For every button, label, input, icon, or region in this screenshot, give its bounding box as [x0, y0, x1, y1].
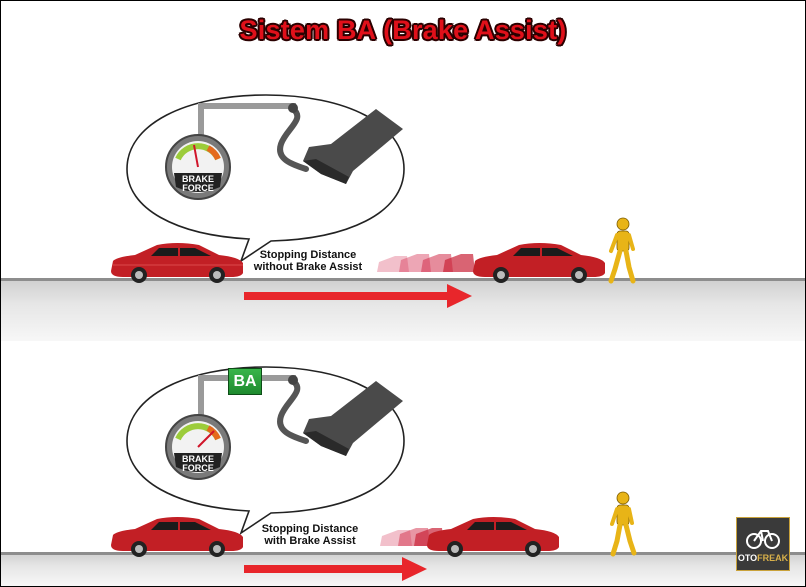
brake-force-gauge-icon: BRAKE FORCE	[165, 414, 231, 480]
gauge-label-force: FORCE	[182, 183, 214, 193]
motion-ghost-cars-top	[377, 254, 475, 272]
stopping-distance-label-with-ba: Stopping Distance with Brake Assist	[261, 523, 359, 547]
crash-test-dummy-icon	[608, 217, 636, 284]
car-icon	[111, 517, 243, 557]
diagram-title: Sistem BA (Brake Assist)	[239, 15, 567, 45]
bicycle-logo-icon	[746, 530, 780, 549]
road-bottom-edge	[1, 552, 805, 555]
gauge-label-brake: BRAKE	[182, 174, 214, 184]
logo-text-freak: FREAK	[757, 553, 789, 563]
brake-force-gauge-icon: BRAKE FORCE	[165, 134, 231, 200]
gauge-label-brake: BRAKE	[182, 454, 214, 464]
stopping-distance-label-without-ba: Stopping Distance without Brake Assist	[253, 249, 363, 273]
car-icon	[473, 243, 605, 283]
stopping-distance-arrow-without-ba	[244, 284, 472, 308]
driver-foot-icon	[303, 381, 403, 456]
road-top-edge	[1, 278, 805, 281]
otofreak-logo: OTOFREAK	[736, 517, 790, 571]
driver-foot-icon	[303, 109, 403, 184]
logo-text-oto: OTO	[737, 553, 758, 563]
pedal-callout-bubble-ba	[126, 366, 405, 536]
brake-assist-badge: BA	[228, 368, 262, 395]
crash-test-dummy-icon	[610, 491, 637, 557]
car-icon	[111, 243, 243, 283]
car-icon	[427, 517, 559, 557]
road-top	[1, 279, 805, 341]
stopping-distance-arrow-with-ba	[244, 557, 427, 581]
gauge-label-force: FORCE	[182, 463, 214, 473]
